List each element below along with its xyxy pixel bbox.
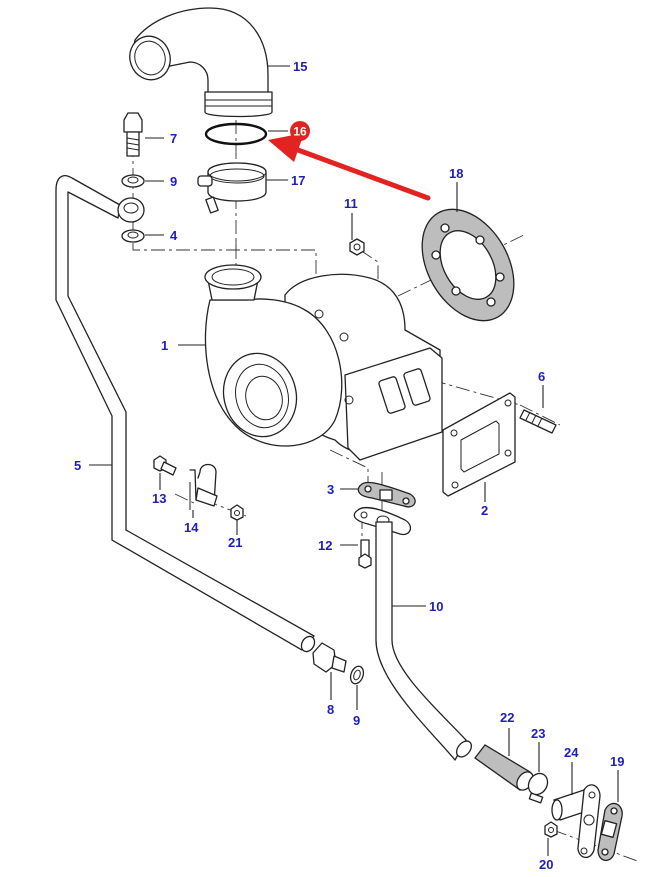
callout-19[interactable]: 19 [610, 754, 624, 769]
callout-8[interactable]: 8 [327, 702, 334, 717]
callout-10[interactable]: 10 [429, 599, 443, 614]
callout-15[interactable]: 15 [293, 59, 307, 74]
part-3-oil-drain-gasket[interactable] [357, 481, 416, 508]
callout-9-upper[interactable]: 9 [170, 174, 177, 189]
callout-12[interactable]: 12 [318, 538, 332, 553]
callout-2[interactable]: 2 [481, 503, 488, 518]
part-11-nut[interactable] [349, 238, 365, 256]
part-5-oil-feed-pipe[interactable] [55, 175, 317, 654]
callout-18[interactable]: 18 [449, 166, 463, 181]
callout-6[interactable]: 6 [538, 369, 545, 384]
part-8-adapter-fitting[interactable] [312, 642, 347, 673]
part-23-hose-clamp[interactable] [525, 770, 552, 804]
callout-24[interactable]: 24 [564, 745, 579, 760]
highlight-badge [290, 121, 310, 141]
part-24-drain-tube-flange[interactable] [551, 784, 601, 858]
part-19-drain-flange-gasket[interactable] [597, 802, 623, 861]
part-9-sealing-washer-upper[interactable] [121, 174, 145, 188]
callout-17[interactable]: 17 [291, 173, 305, 188]
part-16-o-ring[interactable] [204, 122, 268, 146]
part-13-bolt[interactable] [153, 455, 177, 476]
part-6-stud[interactable] [519, 409, 557, 434]
callout-4[interactable]: 4 [170, 228, 178, 243]
callout-22[interactable]: 22 [500, 710, 514, 725]
part-10-oil-drain-pipe[interactable] [353, 507, 474, 761]
callout-23[interactable]: 23 [531, 726, 545, 741]
callout-16-highlighted[interactable]: 16 [290, 121, 310, 141]
callout-9-lower[interactable]: 9 [353, 713, 360, 728]
callout-7[interactable]: 7 [170, 131, 177, 146]
callout-21[interactable]: 21 [228, 535, 242, 550]
part-2-exhaust-flange-gasket[interactable] [442, 392, 516, 497]
part-9-sealing-washer-lower[interactable] [348, 664, 365, 685]
part-22-rubber-hose[interactable] [474, 744, 536, 793]
part-15-elbow-hose[interactable] [124, 7, 273, 118]
highlight-arrow [268, 133, 431, 201]
callout-3[interactable]: 3 [327, 482, 334, 497]
part-4-sealing-washer[interactable] [121, 229, 145, 243]
callout-leaders [89, 65, 619, 856]
part-20-nut[interactable] [544, 821, 558, 838]
part-1-turbocharger[interactable] [204, 264, 443, 461]
part-17-v-band-clamp[interactable] [197, 162, 267, 214]
callout-16: 16 [293, 125, 307, 139]
callout-labels: 15 7 9 17 18 11 4 1 6 5 3 13 2 14 21 12 … [74, 59, 624, 872]
callout-1[interactable]: 1 [161, 338, 168, 353]
callout-20[interactable]: 20 [539, 857, 553, 872]
part-14-pipe-clip[interactable] [189, 463, 218, 511]
callout-5[interactable]: 5 [74, 458, 81, 473]
callout-11[interactable]: 11 [344, 196, 358, 211]
part-7-banjo-bolt[interactable] [123, 112, 143, 157]
part-21-nut[interactable] [230, 504, 244, 521]
callout-13[interactable]: 13 [152, 491, 166, 506]
part-18-round-gasket[interactable] [403, 193, 532, 337]
callout-14[interactable]: 14 [184, 520, 199, 535]
part-12-bolt[interactable] [358, 539, 372, 569]
